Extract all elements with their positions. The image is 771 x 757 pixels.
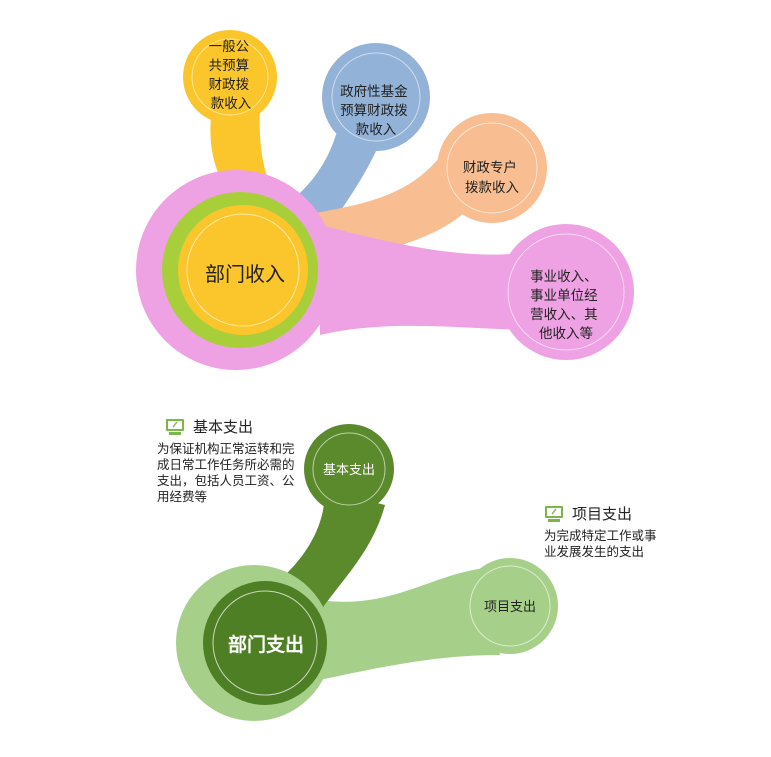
note-basic-body: 为保证机构正常运转和完 成日常工作任务所必需的 支出，包括人员工资、公 用经费等 xyxy=(157,441,355,505)
leaf-basic xyxy=(304,424,394,514)
note-project-title-text: 项目支出 xyxy=(572,505,633,523)
income-center-label: 部门收入 xyxy=(205,262,285,286)
note-project-line: 为完成特定工作或事 xyxy=(544,528,657,543)
note-project-line: 业发展发生的支出 xyxy=(544,544,645,559)
income-hub-core xyxy=(178,205,308,335)
monitor-icon xyxy=(166,418,184,435)
leaf-basic-ring xyxy=(312,432,386,506)
leaf-business-ring xyxy=(507,233,625,351)
note-basic-title: 基本支出 xyxy=(165,416,355,437)
expense-hub-core xyxy=(203,581,327,705)
note-project: 项目支出 为完成特定工作或事 业发展发生的支出 xyxy=(544,503,694,560)
leaf-gov-fund xyxy=(322,43,430,151)
note-project-body: 为完成特定工作或事 业发展发生的支出 xyxy=(544,528,694,560)
leaf-project-ring xyxy=(469,565,551,647)
note-basic: 基本支出 为保证机构正常运转和完 成日常工作任务所必需的 支出，包括人员工资、公… xyxy=(157,416,355,505)
income-hub-core-ring xyxy=(186,213,300,327)
leaf-gov-fund-label: 政府性基金 预算财政拨 款收入 xyxy=(340,83,412,138)
note-basic-title-text: 基本支出 xyxy=(193,418,254,436)
leaf-special-account-ring xyxy=(446,122,538,214)
leaf-business xyxy=(498,224,634,360)
leaf-general-budget-label: 一般公 共预算 财政拨 款收入 xyxy=(209,39,254,112)
leaf-special-account xyxy=(437,113,547,223)
leaf-gov-fund-ring xyxy=(331,52,421,142)
stem-project xyxy=(320,568,500,680)
expense-hub-core-ring xyxy=(212,590,318,696)
leaf-special-account-label: 财政专户 拨款收入 xyxy=(463,159,521,196)
income-diagram: 部门收入 一般公 共预算 财政拨 款收入 政府性基金 预算财政拨 款收入 财政专… xyxy=(136,30,634,370)
note-basic-line: 成日常工作任务所必需的 xyxy=(157,457,295,472)
leaf-general-budget-ring xyxy=(191,38,269,116)
leaf-business-label: 事业收入、 事业单位经 营收入、其 他收入等 xyxy=(530,269,602,342)
note-basic-line: 支出，包括人员工资、公 xyxy=(157,473,295,488)
stem-business xyxy=(320,225,540,335)
leaf-general-budget xyxy=(183,30,277,124)
monitor-icon xyxy=(545,505,563,522)
leaf-project-label: 项目支出 xyxy=(484,600,536,615)
leaf-project xyxy=(462,558,558,654)
expense-center-label: 部门支出 xyxy=(228,633,304,656)
note-basic-line: 为保证机构正常运转和完 xyxy=(157,441,295,456)
leaf-basic-label: 基本支出 xyxy=(323,463,375,478)
note-project-title: 项目支出 xyxy=(544,503,694,524)
note-basic-line: 用经费等 xyxy=(157,489,208,504)
expense-diagram: 部门支出 基本支出 项目支出 xyxy=(176,424,558,721)
